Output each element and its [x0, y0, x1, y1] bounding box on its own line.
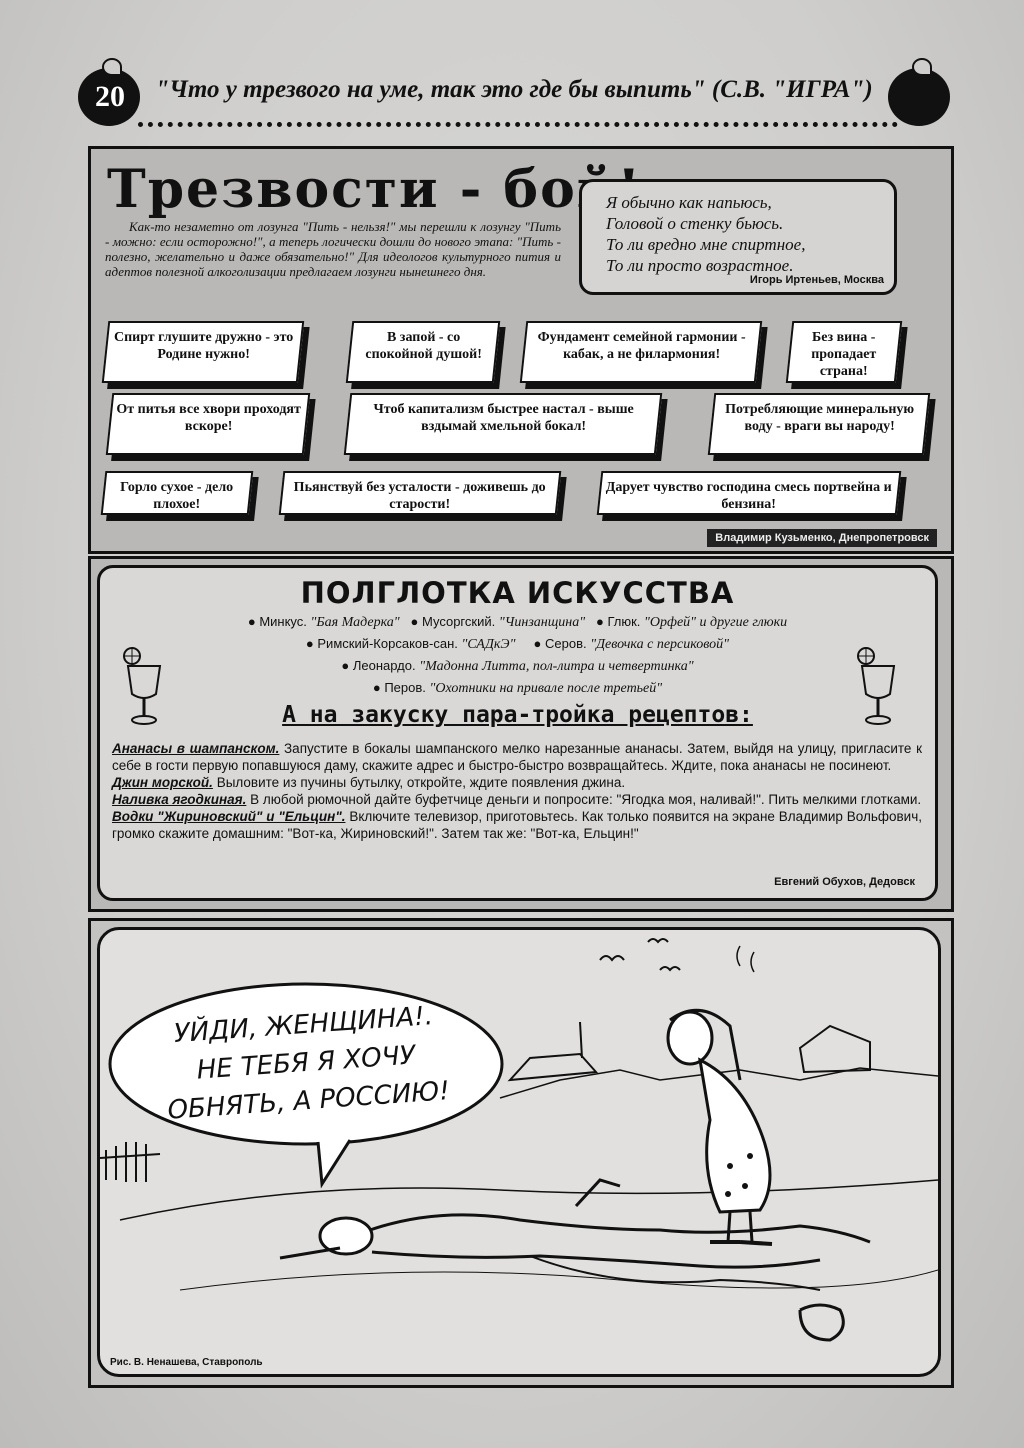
poem-line: Головой о стенку бьюсь.	[606, 214, 784, 233]
author-credit: Евгений Обухов, Дедовск	[774, 876, 915, 888]
recipe-item: Наливка ягодкиная. В любой рюмочной дайт…	[112, 792, 922, 807]
cocktail-glass-icon	[857, 647, 896, 725]
art-list-line: ● Леонардо. "Мадонна Литта, пол-литра и …	[341, 658, 694, 674]
header-divider	[138, 122, 898, 127]
recipe-item: Ананасы в шампанском. Запустите в бокалы…	[112, 741, 922, 773]
speech-bubble: УЙДИ, ЖЕНЩИНА!. НЕ ТЕБЯ Я ХОЧУ ОБНЯТЬ, А…	[106, 986, 506, 1146]
art-section: ПОЛГЛОТКА ИСКУССТВА ● Минкус. "Бая Мадер…	[88, 556, 954, 912]
page-header: 20 "Что у трезвого на уме, так это где б…	[74, 58, 954, 130]
author-credit: Владимир Кузьменко, Днепропетровск	[707, 529, 937, 547]
illustrator-credit: Рис. В. Ненашева, Ставрополь	[110, 1357, 263, 1368]
slogan-card: Потребляющие минеральную воду - враги вы…	[707, 393, 931, 455]
section-title: ПОЛГЛОТКА ИСКУССТВА	[300, 576, 735, 610]
slogan-card: В запой - со спокойной душой!	[345, 321, 501, 383]
page-number: 20	[95, 80, 125, 113]
poem-line: То ли вредно мне спиртное,	[606, 235, 806, 254]
slogan-card: Спирт глушите дружно - это Родине нужно!	[101, 321, 305, 383]
poem-author: Игорь Иртеньев, Москва	[749, 274, 884, 286]
slogan-card: Фундамент семейной гармонии - кабак, а н…	[519, 321, 763, 383]
section-title: Трезвости - бой!	[107, 159, 643, 220]
art-panel: ПОЛГЛОТКА ИСКУССТВА ● Минкус. "Бая Мадер…	[97, 565, 938, 901]
cartoon-drawing	[100, 938, 938, 1342]
poem-box: Я обычно как напьюсь, Головой о стенку б…	[579, 179, 897, 295]
slogan-card: Пьянствуй без усталости - доживешь до ст…	[278, 471, 562, 515]
cartoon-panel: УЙДИ, ЖЕНЩИНА!. НЕ ТЕБЯ Я ХОЧУ ОБНЯТЬ, А…	[97, 927, 941, 1377]
cartoon-section: УЙДИ, ЖЕНЩИНА!. НЕ ТЕБЯ Я ХОЧУ ОБНЯТЬ, А…	[88, 918, 954, 1388]
art-list-line: ● Перов. "Охотники на привале после трет…	[372, 680, 663, 696]
intro-text: Как-то незаметно от лозунга "Пить - нель…	[105, 219, 561, 279]
slogan-card: Дарует чувство господина смесь портвейна…	[596, 471, 902, 515]
art-list-line: ● Римский-Корсаков-сан. "САДкЭ" ● Серов.…	[305, 636, 730, 652]
apple-icon	[888, 58, 950, 126]
header-title: "Что у трезвого на уме, так это где бы в…	[155, 76, 873, 103]
art-list-line: ● Минкус. "Бая Мадерка" ● Мусоргский. "Ч…	[247, 614, 788, 630]
poem-line: То ли просто возрастное.	[606, 256, 794, 275]
cocktail-glass-icon	[123, 647, 162, 725]
apple-icon	[78, 58, 140, 126]
poem-line: Я обычно как напьюсь,	[606, 193, 772, 212]
recipes-title: А на закуску пара-тройка рецептов:	[282, 702, 753, 728]
sobriety-section: Трезвости - бой! Как-то незаметно от лоз…	[88, 146, 954, 554]
slogan-card: От питья все хвори проходят вскоре!	[105, 393, 311, 455]
speech-text: УЙДИ, ЖЕНЩИНА!. НЕ ТЕБЯ Я ХОЧУ ОБНЯТЬ, А…	[166, 1001, 451, 1126]
slogan-card: Без вина - пропадает страна!	[785, 321, 903, 383]
recipe-item: Водки "Жириновский" и "Ельцин". Включите…	[112, 809, 923, 841]
slogan-card: Горло сухое - дело плохое!	[100, 471, 254, 515]
recipe-item: Джин морской. Выловите из пучины бутылку…	[112, 775, 626, 790]
slogan-card: Чтоб капитализм быстрее настал - выше вз…	[343, 393, 663, 455]
recipes-text: Ананасы в шампанском. Запустите в бокалы…	[112, 740, 922, 842]
